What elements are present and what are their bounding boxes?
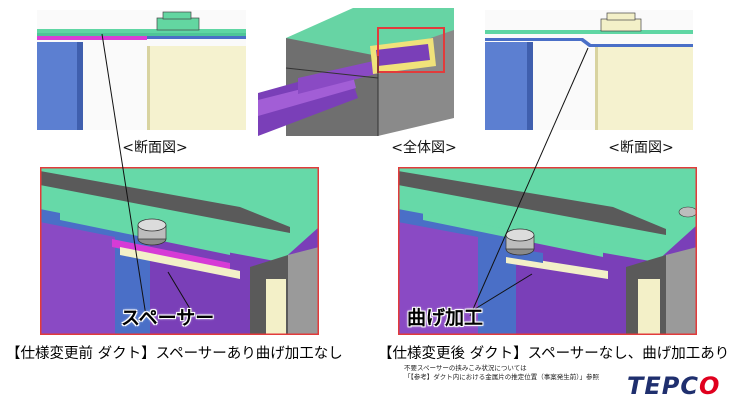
section-view-before xyxy=(37,10,246,130)
overall-view xyxy=(258,8,454,136)
caption-overall: <全体図> xyxy=(391,140,457,156)
heading-after: 【仕様変更後 ダクト】スペーサーなし、曲げ加工あり xyxy=(378,346,730,362)
caption-section-right: <断面図> xyxy=(608,140,674,156)
callout-bending: 曲げ加工 xyxy=(407,307,484,329)
reference-note-line2: 「【参考】ダクト内における金属片の推定位置（事案発生前）」参照 xyxy=(404,373,599,381)
tepco-logo-o: O xyxy=(698,372,721,400)
reference-note-line1: 不要スペーサーの挟みこみ状況については xyxy=(404,364,527,372)
heading-before: 【仕様変更前 ダクト】スペーサーあり曲げ加工なし xyxy=(6,346,343,362)
reference-note: 不要スペーサーの挟みこみ状況については 「【参考】ダクト内における金属片の推定位… xyxy=(404,364,599,382)
callout-spacer: スペーサー xyxy=(121,307,215,329)
tepco-logo: TEPCO xyxy=(627,372,720,400)
tepco-logo-text: TEPC xyxy=(627,372,699,400)
caption-section-left: <断面図> xyxy=(122,140,188,156)
section-view-after xyxy=(485,10,693,130)
